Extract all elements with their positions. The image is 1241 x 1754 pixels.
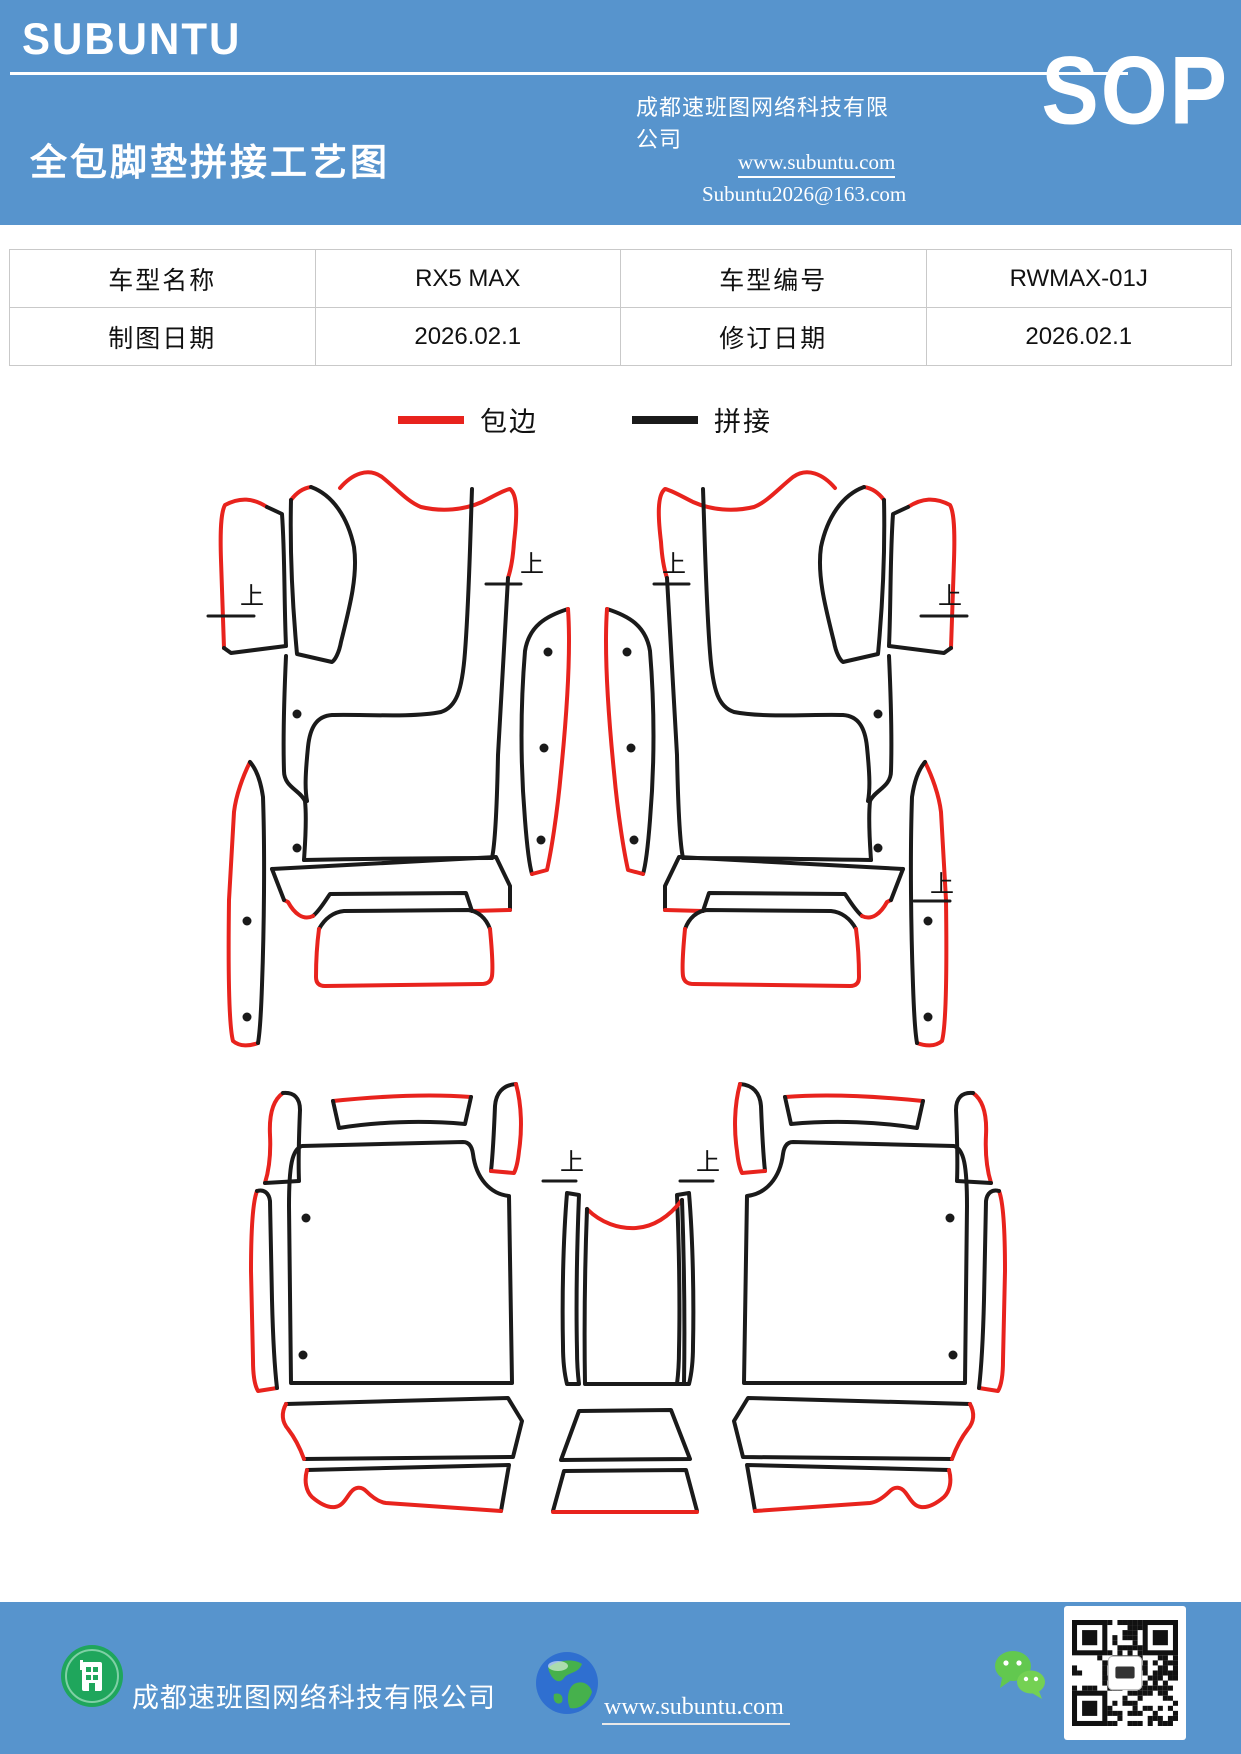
- up-mark: 上: [240, 583, 264, 610]
- up-mark: 上: [938, 583, 962, 610]
- legend-splice: 拼接: [632, 400, 772, 439]
- table-row: 车型名称 RX5 MAX 车型编号 RWMAX-01J: [9, 249, 1232, 308]
- vehicle-name-value: RX5 MAX: [314, 249, 621, 308]
- vehicle-name-label: 车型名称: [9, 249, 316, 308]
- draw-date-value: 2026.02.1: [314, 307, 621, 366]
- draw-date-label: 制图日期: [9, 307, 316, 366]
- header-company-name: 成都速班图网络科技有限公司: [636, 95, 890, 152]
- up-mark: 上: [930, 871, 954, 898]
- rear-center-mat: [551, 1198, 699, 1514]
- footer-company-name: 成都速班图网络科技有限公司: [132, 1683, 496, 1713]
- mat-pattern-diagrams: 上 上 上 上 上 上 上: [206, 470, 1007, 1514]
- rear-right-mat-diagram: [675, 1082, 1007, 1513]
- vehicle-info-table: 车型名称 RX5 MAX 车型编号 RWMAX-01J 制图日期 2026.02…: [9, 249, 1232, 366]
- red-line-swatch: [398, 415, 464, 424]
- header-website-link[interactable]: www.subuntu.com: [738, 150, 896, 178]
- up-mark: 上: [520, 551, 544, 578]
- black-line-swatch: [632, 415, 698, 424]
- legend-label: 包边: [480, 407, 538, 437]
- up-mark: 上: [696, 1149, 720, 1176]
- up-mark: 上: [662, 551, 686, 578]
- sop-badge: SOP: [1041, 37, 1229, 145]
- up-mark: 上: [560, 1149, 584, 1176]
- revision-date-label: 修订日期: [620, 307, 927, 366]
- header-divider: [10, 72, 1128, 75]
- revision-date-value: 2026.02.1: [925, 307, 1232, 366]
- footer-website-link[interactable]: www.subuntu.com: [602, 1694, 790, 1725]
- legend-label: 拼接: [714, 407, 772, 437]
- globe-icon: [536, 1652, 598, 1714]
- front-left-mat-diagram: [206, 470, 572, 1048]
- page-footer: 成都速班图网络科技有限公司 www.subuntu.com: [0, 1602, 1241, 1754]
- page-header: SUBUNTU SOP 成都速班图网络科技有限公司 全包脚垫拼接工艺图 www.…: [0, 0, 1241, 225]
- table-row: 制图日期 2026.02.1 修订日期 2026.02.1: [9, 307, 1232, 366]
- wechat-icon: [995, 1651, 1045, 1699]
- rear-mat-diagram: [249, 1082, 581, 1513]
- front-right-mat-diagram: [603, 470, 969, 1048]
- legend-edge-binding: 包边: [398, 400, 538, 439]
- company-building-icon: [61, 1645, 123, 1707]
- header-email: Subuntu2026@163.com: [702, 182, 907, 206]
- page-title: 全包脚垫拼接工艺图: [30, 142, 390, 183]
- qr-code: [1064, 1606, 1186, 1740]
- vehicle-code-value: RWMAX-01J: [925, 249, 1232, 308]
- brand-logo: SUBUNTU: [22, 14, 242, 64]
- vehicle-code-label: 车型编号: [620, 249, 927, 308]
